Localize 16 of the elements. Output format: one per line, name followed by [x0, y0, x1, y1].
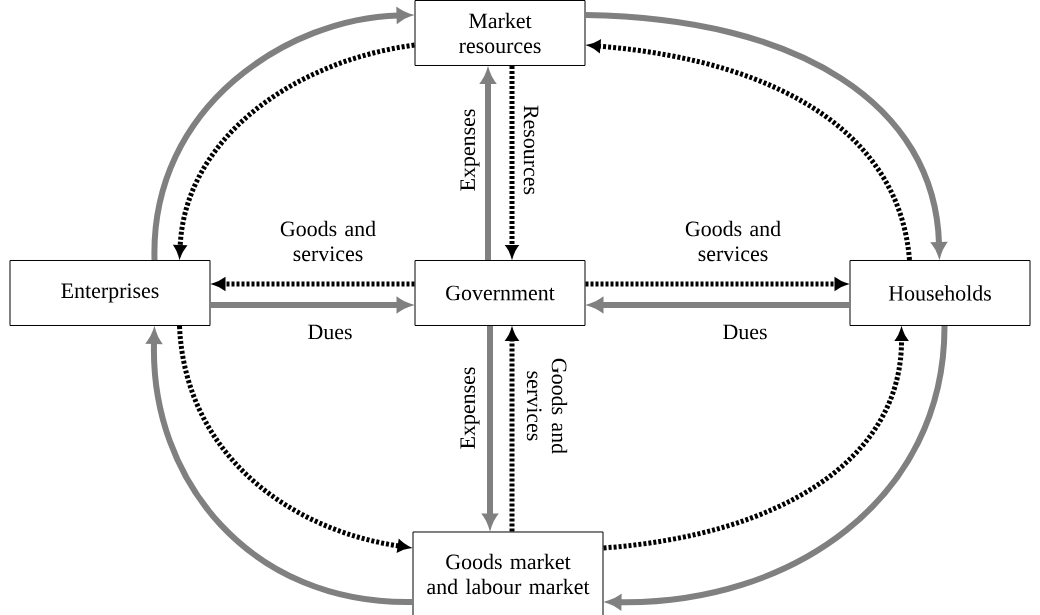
- arrow: [210, 297, 411, 313]
- edge-label: Goods and services: [526, 358, 568, 454]
- edge-label: Resources: [523, 105, 539, 195]
- arrow: [589, 297, 850, 313]
- edge-label: Expenses: [460, 109, 480, 191]
- process-box: Goods market and labour market: [412, 531, 604, 615]
- arrow: [506, 329, 518, 532]
- process-box: Enterprises: [9, 260, 211, 326]
- arrow: [506, 66, 518, 257]
- arrow: [213, 278, 415, 290]
- process-box: Households: [849, 260, 1031, 326]
- arrow: [585, 278, 847, 290]
- process-box: Market resources: [414, 0, 586, 66]
- process-box: Government: [414, 260, 586, 326]
- arrow: [480, 69, 496, 260]
- edge-label: Expenses: [460, 367, 480, 449]
